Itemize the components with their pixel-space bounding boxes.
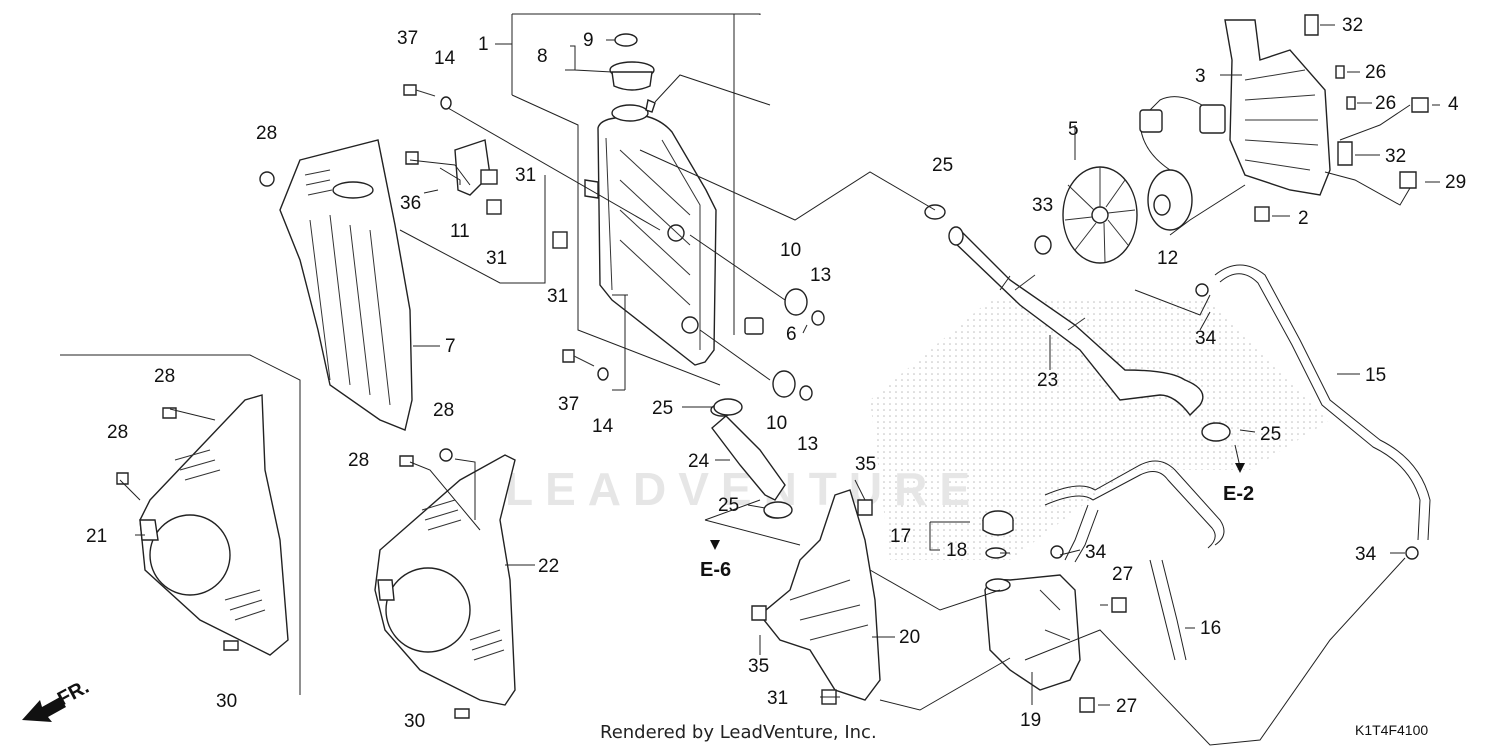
reservoir-hose bbox=[1044, 460, 1225, 661]
bolts-and-washers bbox=[403, 84, 609, 381]
callout-27a: 27 bbox=[1112, 564, 1133, 585]
callout-1: 1 bbox=[478, 34, 489, 55]
cooling-fan bbox=[1034, 96, 1226, 264]
callout-3: 3 bbox=[1195, 66, 1206, 87]
radiator-cap bbox=[609, 33, 655, 91]
rubber-mounts bbox=[744, 288, 825, 401]
callout-33: 33 bbox=[1032, 195, 1053, 216]
callout-26b: 26 bbox=[1375, 93, 1396, 114]
callout-22: 22 bbox=[538, 556, 559, 577]
reference-e6: E-6 bbox=[700, 540, 731, 581]
callout-36: 36 bbox=[400, 193, 421, 214]
callout-31b: 31 bbox=[486, 248, 507, 269]
front-direction-arrow: FR. bbox=[22, 676, 93, 722]
callout-4: 4 bbox=[1448, 94, 1459, 115]
callout-21: 21 bbox=[86, 526, 107, 547]
callout-19: 19 bbox=[1020, 710, 1041, 731]
callout-32a: 32 bbox=[1342, 15, 1363, 36]
callout-30b: 30 bbox=[404, 711, 425, 732]
callout-35a: 35 bbox=[855, 454, 876, 475]
callout-20: 20 bbox=[899, 627, 920, 648]
callout-30a: 30 bbox=[216, 691, 237, 712]
callout-23: 23 bbox=[1037, 370, 1058, 391]
callout-31d: 31 bbox=[767, 688, 788, 709]
callout-27b: 27 bbox=[1116, 696, 1137, 717]
radiator-group-box bbox=[495, 13, 761, 386]
left-cover bbox=[139, 394, 289, 656]
leader-lines bbox=[60, 24, 1440, 746]
callout-6: 6 bbox=[786, 324, 797, 345]
callout-29: 29 bbox=[1445, 172, 1466, 193]
callout-34b: 34 bbox=[1085, 542, 1107, 563]
callout-31c: 31 bbox=[547, 286, 568, 307]
fan-shroud bbox=[1224, 14, 1429, 222]
reservoir-stay bbox=[751, 489, 881, 705]
radiator bbox=[584, 99, 717, 366]
callout-14b: 14 bbox=[592, 416, 614, 437]
reference-e6-label: E-6 bbox=[700, 559, 731, 581]
callout-37a: 37 bbox=[397, 28, 418, 49]
callout-5: 5 bbox=[1068, 119, 1079, 140]
callout-13a: 13 bbox=[810, 265, 831, 286]
callout-34c: 34 bbox=[1355, 544, 1377, 565]
callout-labels: 1 2 3 4 5 6 7 8 9 10 10 11 12 13 13 14 1… bbox=[86, 15, 1466, 732]
callout-17: 17 bbox=[890, 526, 911, 547]
callout-32b: 32 bbox=[1385, 146, 1406, 167]
watermark-shape bbox=[870, 300, 1330, 560]
callout-25b: 25 bbox=[652, 398, 673, 419]
callout-10a: 10 bbox=[780, 240, 801, 261]
callout-16: 16 bbox=[1200, 618, 1221, 639]
callout-15: 15 bbox=[1365, 365, 1386, 386]
hose-clamps bbox=[713, 398, 1231, 519]
upper-hose bbox=[924, 204, 1204, 417]
callout-28c: 28 bbox=[107, 422, 128, 443]
callout-18: 18 bbox=[946, 540, 967, 561]
callout-28e: 28 bbox=[433, 400, 454, 421]
bracket-small bbox=[259, 139, 568, 249]
callout-28d: 28 bbox=[348, 450, 369, 471]
callout-11: 11 bbox=[450, 221, 470, 242]
callout-26a: 26 bbox=[1365, 62, 1386, 83]
callout-25a: 25 bbox=[932, 155, 953, 176]
radiator-shroud bbox=[279, 139, 413, 431]
callout-10b: 10 bbox=[766, 413, 787, 434]
callout-28b: 28 bbox=[154, 366, 175, 387]
coolant-reservoir bbox=[982, 510, 1127, 713]
callout-8: 8 bbox=[537, 46, 548, 67]
overflow-hose bbox=[1195, 264, 1431, 560]
callout-31a: 31 bbox=[515, 165, 536, 186]
callout-37b: 37 bbox=[558, 394, 579, 415]
callout-25d: 25 bbox=[1260, 424, 1281, 445]
callout-24: 24 bbox=[688, 451, 710, 472]
watermark-text: LEADVENTURE bbox=[505, 463, 982, 515]
rendered-by-credit: Rendered by LeadVenture, Inc. bbox=[600, 722, 877, 743]
reference-e2: E-2 bbox=[1223, 463, 1254, 505]
callout-13b: 13 bbox=[797, 434, 818, 455]
right-cover bbox=[374, 454, 516, 706]
misc-bolts bbox=[116, 407, 470, 719]
callout-34a: 34 bbox=[1195, 328, 1217, 349]
callout-2: 2 bbox=[1298, 208, 1309, 229]
callout-12: 12 bbox=[1157, 248, 1178, 269]
reference-e2-label: E-2 bbox=[1223, 483, 1254, 505]
callout-14a: 14 bbox=[434, 48, 456, 69]
callout-35b: 35 bbox=[748, 656, 769, 677]
callout-28a: 28 bbox=[256, 123, 277, 144]
callout-9: 9 bbox=[583, 30, 594, 51]
callout-7: 7 bbox=[445, 336, 456, 357]
callout-25c: 25 bbox=[718, 495, 739, 516]
diagram-code: K1T4F4100 bbox=[1355, 722, 1428, 738]
